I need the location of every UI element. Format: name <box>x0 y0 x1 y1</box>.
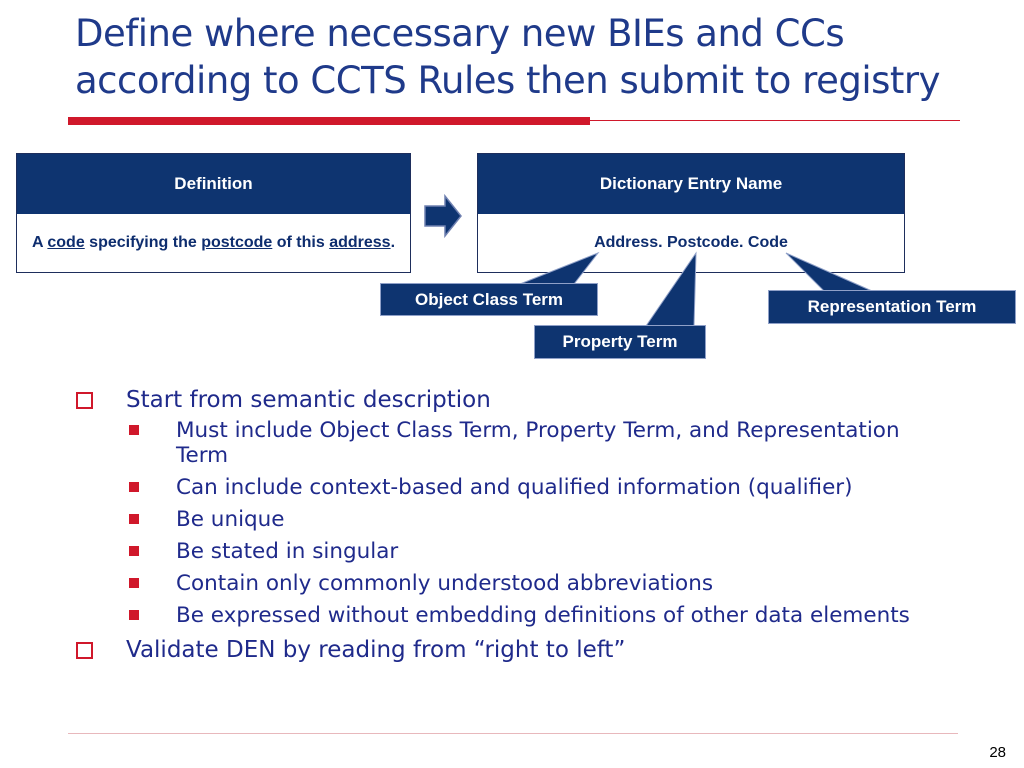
definition-header: Definition <box>17 154 410 214</box>
bullet-text: Validate DEN by reading from “right to l… <box>126 637 626 663</box>
sub-bullet-text: Be stated in singular <box>176 539 399 564</box>
definition-term-address: address <box>329 234 391 251</box>
hollow-square-icon <box>76 392 93 409</box>
den-box: Dictionary Entry Name Address. Postcode.… <box>477 153 905 273</box>
definition-term-code: code <box>47 234 85 251</box>
title-line-2: according to CCTS Rules then submit to r… <box>75 59 941 102</box>
definition-term-postcode: postcode <box>201 234 273 251</box>
definition-text-2: specifying the <box>84 234 202 251</box>
definition-text-3: of this <box>272 234 330 251</box>
property-term-callout: Property Term <box>534 325 706 359</box>
den-header: Dictionary Entry Name <box>478 154 904 214</box>
bullet-list: Start from semantic description Must inc… <box>76 385 956 667</box>
sub-bullet-item: Be expressed without embedding definitio… <box>76 603 956 628</box>
definition-box: Definition A code specifying the postcod… <box>16 153 411 273</box>
slide-title: Define where necessary new BIEs and CCs … <box>75 10 1005 104</box>
filled-square-icon <box>129 546 139 556</box>
sub-bullet-item: Must include Object Class Term, Property… <box>76 418 956 468</box>
page-number: 28 <box>989 744 1006 761</box>
filled-square-icon <box>129 610 139 620</box>
sub-bullet-item: Be unique <box>76 507 956 532</box>
sub-bullet-text: Be expressed without embedding definitio… <box>176 603 910 628</box>
title-line-1: Define where necessary new BIEs and CCs <box>75 12 845 55</box>
filled-square-icon <box>129 514 139 524</box>
den-body: Address. Postcode. Code <box>594 234 788 251</box>
definition-text-4: . <box>390 234 396 251</box>
definition-text-1: A <box>31 234 48 251</box>
definition-body: A code specifying the postcode of this a… <box>17 214 410 272</box>
title-underline-line <box>590 120 960 121</box>
sub-bullet-text: Be unique <box>176 507 285 532</box>
hollow-square-icon <box>76 642 93 659</box>
sub-bullet-text: Must include Object Class Term, Property… <box>176 418 900 468</box>
object-class-term-callout: Object Class Term <box>380 283 598 316</box>
filled-square-icon <box>129 425 139 435</box>
bullet-item: Start from semantic description <box>76 385 956 415</box>
sub-bullet-item: Contain only commonly understood abbrevi… <box>76 571 956 596</box>
sub-bullet-item: Can include context-based and qualified … <box>76 475 956 500</box>
bullet-item: Validate DEN by reading from “right to l… <box>76 635 956 665</box>
right-arrow-icon <box>424 194 462 238</box>
footer-divider <box>68 733 958 734</box>
sub-bullet-item: Be stated in singular <box>76 539 956 564</box>
filled-square-icon <box>129 578 139 588</box>
bullet-text: Start from semantic description <box>126 387 491 413</box>
filled-square-icon <box>129 482 139 492</box>
sub-bullet-text: Contain only commonly understood abbrevi… <box>176 571 714 596</box>
sub-bullet-text: Can include context-based and qualified … <box>176 475 853 500</box>
title-underline-bar <box>68 117 590 125</box>
representation-term-callout: Representation Term <box>768 290 1016 324</box>
